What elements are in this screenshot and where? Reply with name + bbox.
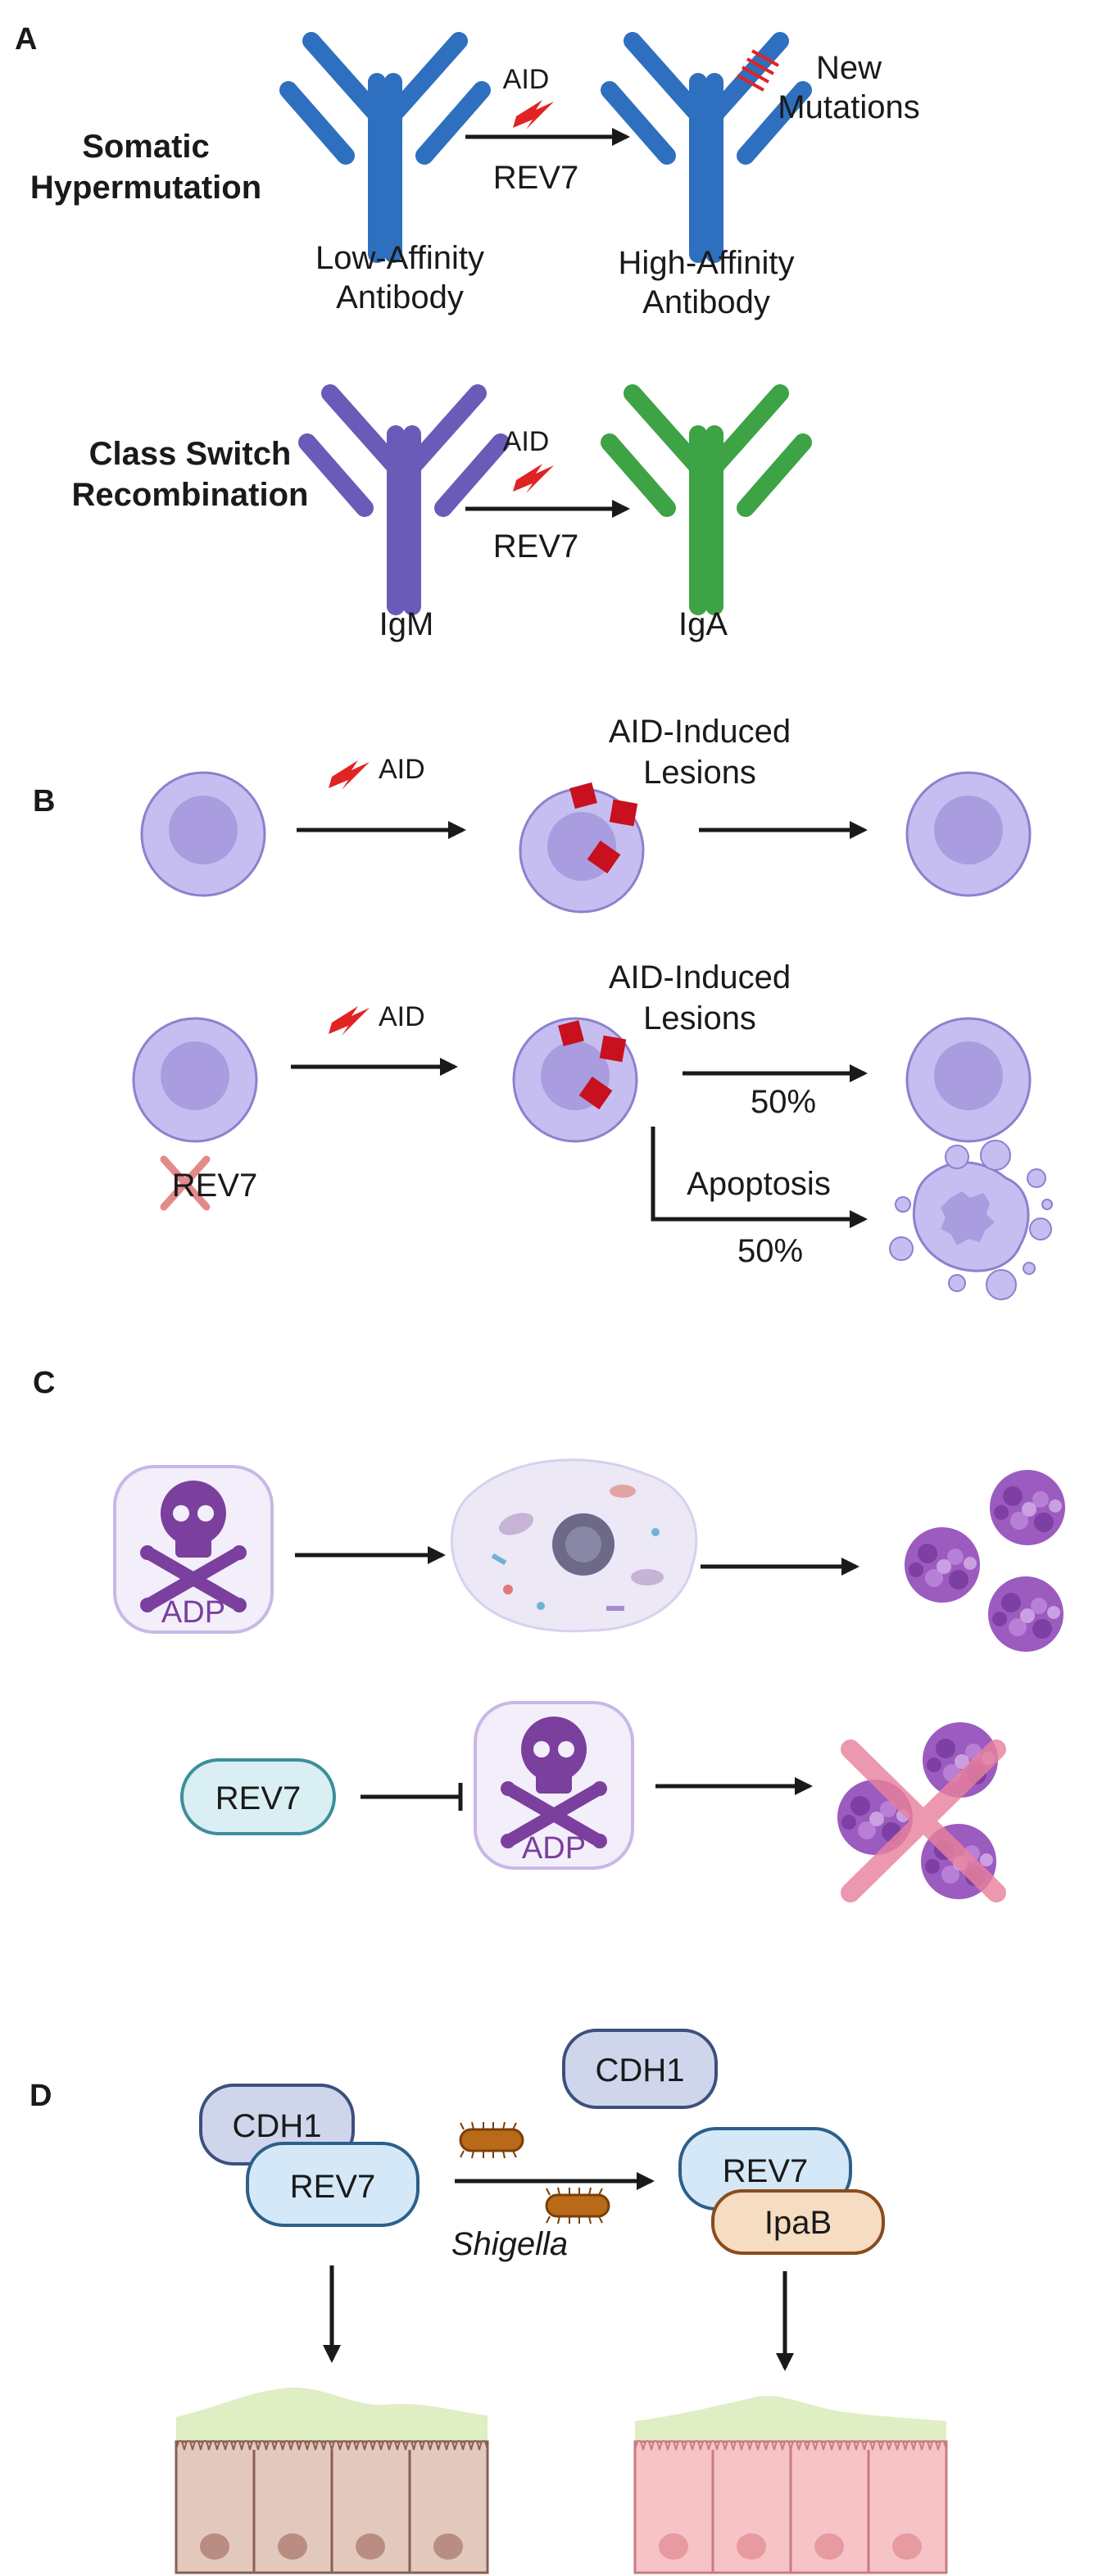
cell-rev7-deficient xyxy=(132,1017,258,1143)
cdh1-pill-free xyxy=(562,2029,718,2109)
b-bottom-lightning-icon xyxy=(329,1006,370,1036)
cell-survivor xyxy=(905,1017,1032,1143)
panel-b: B AID AID-Induced Lesions REV7 AID xyxy=(33,714,1053,1300)
panel-label-d: D xyxy=(29,2079,52,2113)
igm-antibody-icon xyxy=(307,393,501,606)
panel-d: D CDH1 REV7 CDH1 Shigella REV7 IpaB xyxy=(29,2029,948,2574)
rev7-crossed-label: REV7 xyxy=(172,1168,258,1204)
rev7-label-right: REV7 xyxy=(723,2153,809,2189)
lesions-2 xyxy=(558,1020,627,1110)
b-top-aid-label: AID xyxy=(379,754,425,785)
csr-label-line1: Class Switch xyxy=(89,436,292,472)
csr-rev7-label: REV7 xyxy=(493,528,579,565)
b-bottom-lesions-line1: AID-Induced xyxy=(609,959,791,995)
dead-cell-cluster-3 xyxy=(988,1576,1064,1652)
shm-label-line2: Hypermutation xyxy=(30,170,261,206)
shigella-label: Shigella xyxy=(451,2226,568,2262)
rev7-label-left: REV7 xyxy=(290,2169,376,2205)
shm-label-line1: Somatic xyxy=(82,129,210,165)
csr-lightning-icon xyxy=(513,464,554,493)
low-affinity-line1: Low-Affinity xyxy=(315,240,484,276)
high-affinity-line1: High-Affinity xyxy=(619,245,795,281)
high-affinity-antibody-icon xyxy=(610,41,803,254)
cdh1-label-free: CDH1 xyxy=(596,2052,685,2088)
b-top-lesions-line2: Lesions xyxy=(643,755,756,791)
cell-healthy-2 xyxy=(905,771,1032,897)
panel-c: C ADP REV7 ADP xyxy=(33,1366,1065,1903)
low-affinity-line2: Antibody xyxy=(336,279,464,315)
shigella-bacterium-icon-2 xyxy=(545,2186,610,2225)
new-mutations-marks xyxy=(737,49,779,92)
rev7-pill-left xyxy=(246,2142,420,2227)
panel-label-b: B xyxy=(33,784,55,819)
apoptotic-cell-icon xyxy=(889,1140,1053,1300)
new-mutations-line2: Mutations xyxy=(778,89,919,125)
blocked-cross-icon xyxy=(841,1739,1006,1903)
apoptosis-label: Apoptosis xyxy=(687,1166,831,1202)
shm-lightning-icon xyxy=(513,100,554,129)
survive-pct-label: 50% xyxy=(751,1084,816,1120)
cell-healthy-1 xyxy=(140,771,266,897)
csr-aid-label: AID xyxy=(503,426,550,457)
b-top-lesions-line1: AID-Induced xyxy=(609,714,791,750)
panel-label-c: C xyxy=(33,1366,55,1400)
high-affinity-line2: Antibody xyxy=(642,284,770,320)
damaged-epithelium xyxy=(633,2396,948,2574)
iga-label: IgA xyxy=(678,606,728,642)
low-affinity-antibody-icon xyxy=(288,41,482,254)
panel-label-a: A xyxy=(15,22,37,57)
shigella-bacterium-icon-1 xyxy=(459,2120,524,2160)
apoptosis-pct-label: 50% xyxy=(737,1233,803,1269)
panel-a: A Somatic Hypermutation New Mutations AI… xyxy=(15,22,920,642)
dead-cell-cluster-2 xyxy=(990,1470,1065,1545)
ipab-label: IpaB xyxy=(764,2205,832,2241)
cdh1-label-left: CDH1 xyxy=(233,2108,322,2144)
csr-label-line2: Recombination xyxy=(72,477,309,513)
shm-aid-label: AID xyxy=(503,64,550,95)
lesions-1 xyxy=(569,782,638,874)
igm-label: IgM xyxy=(379,606,434,642)
b-bottom-lesions-line2: Lesions xyxy=(643,1000,756,1036)
ipab-pill xyxy=(711,2189,885,2255)
b-bottom-arrow-apoptosis xyxy=(651,1127,868,1228)
rev7-cross-icon xyxy=(160,1155,211,1211)
healthy-epithelium xyxy=(175,2387,489,2574)
rev7-label-c: REV7 xyxy=(215,1780,302,1816)
adp-label-2: ADP xyxy=(522,1831,586,1866)
b-bottom-aid-label: AID xyxy=(379,1001,425,1032)
new-mutations-line1: New xyxy=(816,50,882,86)
iga-antibody-icon xyxy=(610,393,803,606)
cell-interior-icon xyxy=(450,1458,698,1633)
adp-label-1: ADP xyxy=(161,1595,225,1630)
b-top-lightning-icon xyxy=(329,760,370,790)
dead-cell-cluster-1 xyxy=(905,1527,980,1603)
rev7-pill-c xyxy=(180,1758,336,1835)
shm-rev7-label: REV7 xyxy=(493,160,579,196)
